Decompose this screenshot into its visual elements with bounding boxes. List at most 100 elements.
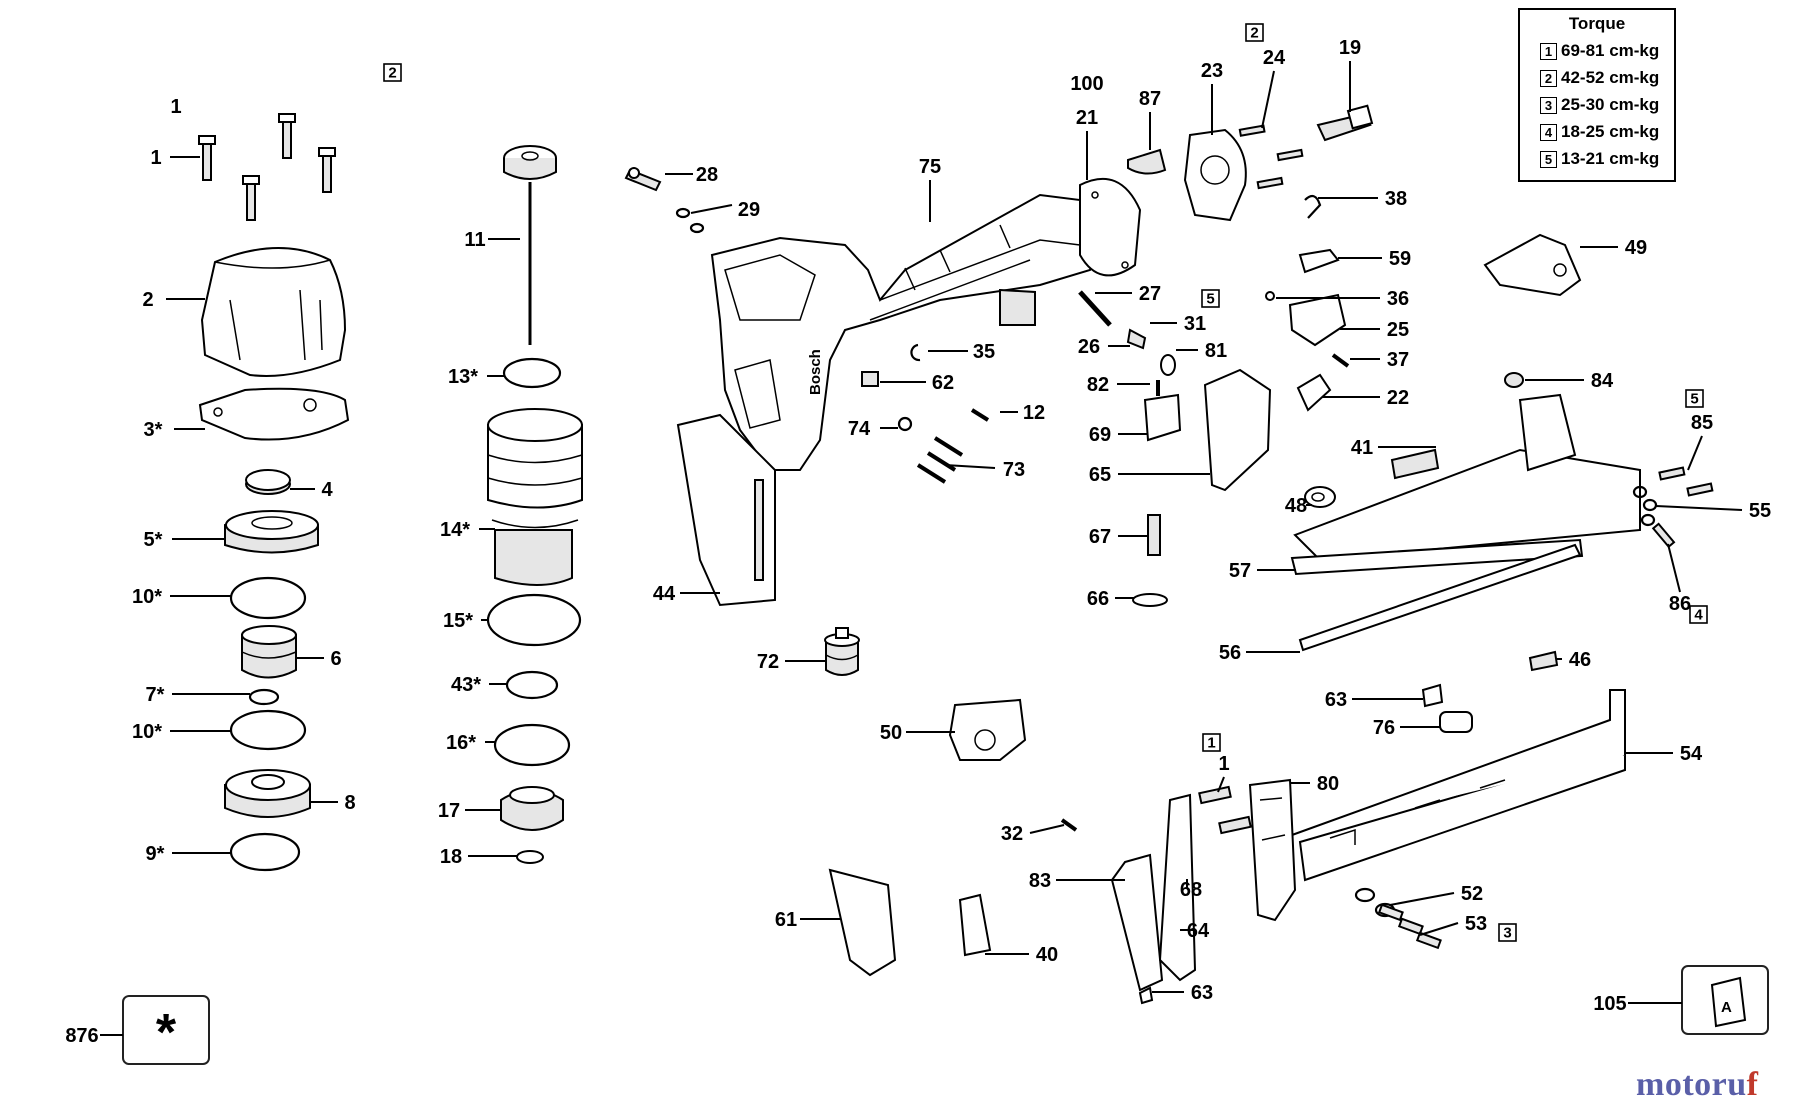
part-24-screws [1238, 124, 1304, 190]
part-label: 13* [448, 366, 478, 388]
part-64-contact-arm [1158, 793, 1197, 982]
part-label: 44 [653, 583, 676, 605]
part-label: 76 [1373, 717, 1395, 739]
leader-line [1217, 776, 1225, 793]
torque-code-box: 1 [1202, 733, 1221, 752]
torque-code-box: 5 [1201, 289, 1220, 308]
part-66-washer [1132, 593, 1168, 607]
part-label: 46 [1569, 649, 1591, 671]
o-ring-9 [229, 832, 301, 872]
part-105-tag: A [1681, 965, 1769, 1035]
part-label: 22 [1387, 387, 1409, 409]
part-label: 41 [1351, 437, 1373, 459]
part-label: 83 [1029, 870, 1051, 892]
torque-value: 13-21 cm-kg [1561, 149, 1660, 168]
o-ring-10a [229, 576, 307, 620]
part-label: 2 [142, 289, 153, 311]
part-label: 21 [1076, 107, 1098, 129]
part-48-ferrule [1304, 486, 1336, 508]
part-17-bumper [500, 786, 564, 831]
part-54-magazine [1291, 689, 1626, 882]
part-57-rail [1290, 538, 1584, 576]
part-75-housing [710, 193, 1102, 471]
part-18-washer [516, 850, 544, 864]
part-84-nut [1504, 372, 1524, 388]
part-label: 72 [757, 651, 779, 673]
part-25-cover [1288, 293, 1347, 347]
part-32-pin [1060, 818, 1078, 832]
part-19-air-fitting [1316, 104, 1374, 142]
part-label: 86 [1669, 593, 1691, 615]
part-label: 100 [1070, 73, 1103, 95]
part-label: 31 [1184, 313, 1206, 335]
part-label: 14* [440, 519, 470, 541]
leader-line [690, 204, 733, 214]
part-44-nose-guard [676, 413, 776, 607]
part-label: 43* [451, 674, 481, 696]
part-label: 54 [1680, 743, 1703, 765]
torque-code-box: 3 [1498, 923, 1517, 942]
part-label: 40 [1036, 944, 1058, 966]
o-ring-7 [248, 688, 280, 706]
torque-code: 4 [1540, 123, 1557, 141]
part-49-latch-lever [1483, 233, 1582, 297]
part-1-pins [1198, 785, 1252, 835]
part-label: 75 [919, 156, 941, 178]
part-label: 25 [1387, 319, 1409, 341]
part-63-spring-b [1138, 986, 1154, 1005]
torque-value: 25-30 cm-kg [1561, 95, 1660, 114]
part-label: 9* [146, 843, 165, 865]
housing-brand-text: Bosch [807, 349, 824, 395]
torque-code: 3 [1540, 96, 1557, 114]
svg-text:2: 2 [1250, 25, 1258, 42]
cylinder-cap [200, 247, 347, 377]
part-59-latch [1298, 248, 1340, 274]
part-5-head-valve [224, 510, 319, 554]
o-ring-15 [486, 593, 582, 647]
part-29-orings [675, 207, 705, 234]
brand-logo: motoruf [1636, 1066, 1759, 1103]
part-21-gasket [1079, 177, 1142, 277]
part-36-ball [1265, 291, 1275, 301]
svg-text:1: 1 [1207, 735, 1215, 752]
part-label: 17 [438, 800, 460, 822]
part-67-spring [1147, 514, 1161, 556]
part-label: 4 [321, 479, 333, 501]
part-41-magazine-top [1293, 393, 1641, 562]
part-label: 15* [443, 610, 473, 632]
part-74-clip [897, 416, 913, 432]
part-76-bumper [1439, 711, 1473, 733]
part-38-clip [1304, 194, 1322, 219]
part-label: 1 [150, 147, 161, 169]
part-label: 7* [146, 684, 165, 706]
part-label: 82 [1087, 374, 1109, 396]
part-label: 66 [1087, 588, 1109, 610]
part-label: 64 [1187, 920, 1210, 942]
torque-code-box: 4 [1689, 605, 1708, 624]
part-label: 876 [65, 1025, 98, 1047]
part-35-clip [910, 343, 921, 362]
part-6-sleeve [241, 625, 297, 679]
svg-text:3: 3 [1503, 925, 1511, 942]
torque-code: 5 [1540, 150, 1557, 168]
part-87-pad [1127, 148, 1167, 175]
part-72-valve [824, 627, 860, 676]
torque-code-box: 2 [383, 63, 402, 82]
part-label: 69 [1089, 424, 1111, 446]
svg-text:5: 5 [1206, 291, 1214, 308]
part-label: 38 [1385, 188, 1407, 210]
part-label: 73 [1003, 459, 1025, 481]
part-46-clip [1528, 650, 1559, 672]
part-62-fitting [861, 371, 879, 387]
part-28-valve-stem [624, 167, 662, 192]
part-label: 53 [1465, 913, 1487, 935]
part-label: 16* [446, 732, 476, 754]
part-label: 32 [1001, 823, 1023, 845]
part-37-pin [1331, 353, 1350, 368]
part-label: 1 [1218, 753, 1229, 775]
